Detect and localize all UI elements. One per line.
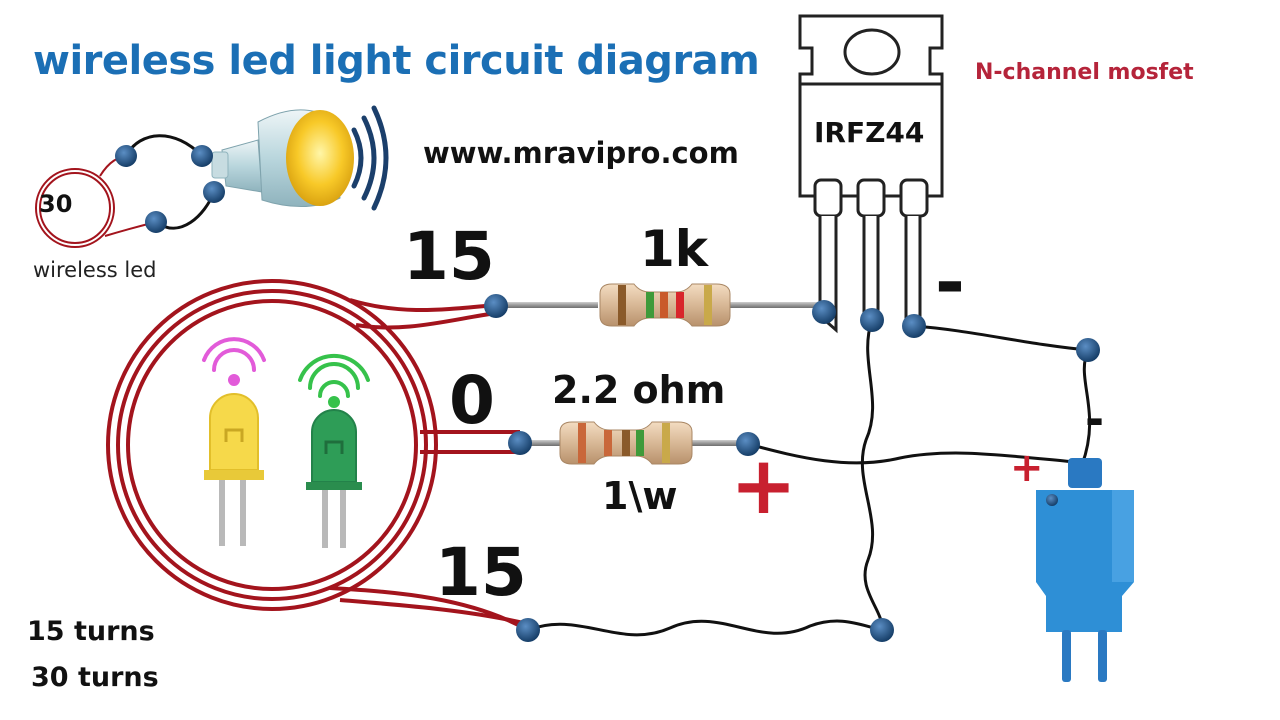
wire-source-right bbox=[913, 324, 1089, 352]
led-icon bbox=[306, 409, 362, 548]
resistor-2-2-ohm bbox=[559, 421, 693, 465]
coil-inner bbox=[126, 299, 418, 591]
nodes bbox=[115, 145, 1100, 642]
node bbox=[812, 300, 836, 324]
mosfet-body bbox=[798, 82, 944, 198]
small-coil-ring-2 bbox=[39, 172, 111, 244]
node bbox=[508, 431, 532, 455]
wire-bottom-tap bbox=[527, 619, 883, 637]
tap-bottom-label: 15 bbox=[435, 534, 527, 611]
resistor-icon bbox=[599, 283, 731, 327]
tap-center-label: 0 bbox=[449, 362, 495, 439]
lead-22-left bbox=[520, 440, 562, 446]
coil-turns-label-2: 30 turns bbox=[31, 662, 159, 693]
mosfet-pin-source-top bbox=[899, 178, 929, 218]
small-coil-ring-1 bbox=[35, 168, 115, 248]
coil-tap-top-2 bbox=[355, 311, 497, 330]
resistor-leads bbox=[496, 302, 824, 446]
source-minus-sign: - bbox=[935, 240, 965, 324]
node bbox=[145, 211, 167, 233]
tap-top-label: 15 bbox=[403, 218, 495, 295]
power-adapter-icon bbox=[1036, 458, 1134, 682]
wire-resistor-to-adapter bbox=[747, 442, 1076, 465]
wire-drain-to-coil bbox=[860, 319, 884, 631]
adapter-plus-sign: + bbox=[1010, 445, 1044, 491]
node bbox=[736, 432, 760, 456]
led-yellow bbox=[202, 337, 266, 546]
node bbox=[1076, 338, 1100, 362]
lead-1k-right bbox=[728, 302, 824, 308]
mosfet-pin-gate-top bbox=[813, 178, 843, 218]
node bbox=[870, 618, 894, 642]
led-bulb-icon bbox=[211, 105, 389, 211]
resistor-icon bbox=[559, 421, 693, 465]
wire-small-led-1 bbox=[124, 134, 204, 158]
node bbox=[484, 294, 508, 318]
node bbox=[902, 314, 926, 338]
node bbox=[516, 618, 540, 642]
node bbox=[860, 308, 884, 332]
coil-turns-label-1: 15 turns bbox=[27, 616, 155, 647]
component-type-label: N-channel mosfet bbox=[975, 60, 1194, 85]
lead-1k-left bbox=[496, 302, 598, 308]
plus-sign-large: + bbox=[730, 439, 798, 532]
led-icon bbox=[204, 393, 264, 546]
mosfet-pin-drain-top bbox=[856, 178, 886, 218]
node bbox=[1046, 494, 1058, 506]
node bbox=[191, 145, 213, 167]
large-coil bbox=[106, 279, 529, 632]
node bbox=[203, 181, 225, 203]
mosfet-pin-drain bbox=[862, 216, 880, 322]
resistor-1k bbox=[599, 283, 731, 327]
coil-tap-bottom-2 bbox=[329, 586, 529, 632]
mosfet-hole bbox=[843, 28, 901, 76]
coil-middle bbox=[116, 289, 428, 601]
adapter-minus-sign: - bbox=[1085, 392, 1105, 446]
small-coil-caption: wireless led bbox=[33, 258, 157, 282]
led-green bbox=[298, 353, 370, 548]
coil-outer bbox=[106, 279, 438, 611]
mosfet-icon bbox=[798, 14, 944, 334]
node bbox=[115, 145, 137, 167]
resistor-rating-label: 1\w bbox=[602, 474, 678, 518]
small-coil-turns-label: 30 bbox=[39, 190, 73, 218]
wifi-signal-icon bbox=[298, 353, 370, 408]
page-title: wireless led light circuit diagram bbox=[33, 38, 760, 84]
coil-tap-top-1 bbox=[349, 298, 497, 312]
website-label: www.mravipro.com bbox=[423, 136, 739, 170]
mosfet-part-label: IRFZ44 bbox=[814, 116, 925, 149]
lead-22-right bbox=[690, 440, 748, 446]
signal-waves-icon bbox=[351, 105, 389, 211]
resistor-1k-label: 1k bbox=[640, 220, 709, 278]
wifi-signal-icon bbox=[202, 337, 266, 386]
resistor-2-2-label: 2.2 ohm bbox=[552, 368, 726, 412]
mosfet-pin-source bbox=[904, 216, 922, 324]
